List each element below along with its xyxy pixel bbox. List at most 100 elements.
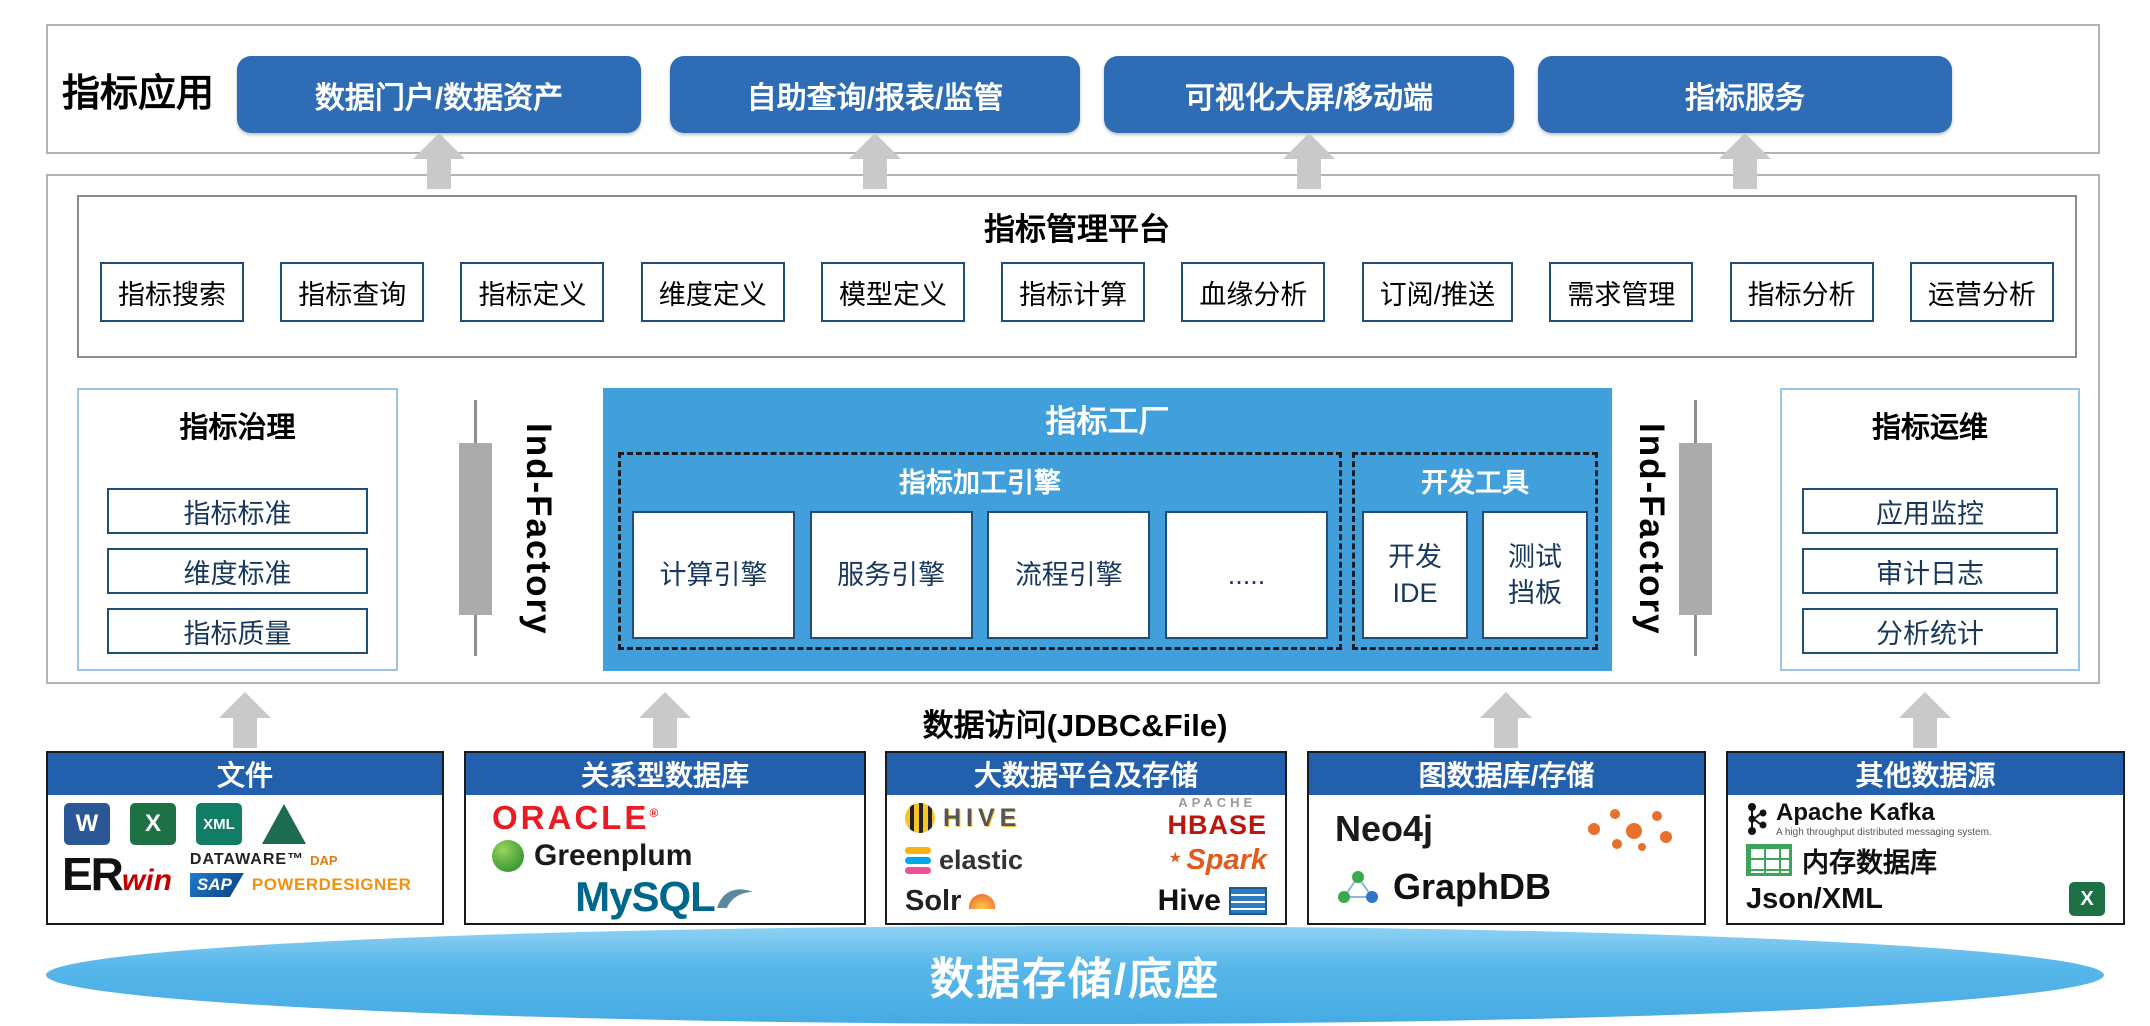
graphdb-text: GraphDB bbox=[1393, 866, 1552, 907]
ops-item-monitor: 应用监控 bbox=[1802, 488, 2058, 534]
source-box-other: 其他数据源 Apache Kafka A high throughput dis… bbox=[1726, 751, 2125, 925]
devtool-ide-line2: IDE bbox=[1392, 578, 1438, 608]
greenplum-text: Greenplum bbox=[534, 839, 693, 872]
source-box-bigdata: 大数据平台及存储 HIVE APACHE HBASE elastic ★ Spa… bbox=[885, 751, 1287, 925]
devtool-mock-line2: 挡板 bbox=[1508, 578, 1562, 608]
management-platform-items: 指标搜索 指标查询 指标定义 维度定义 模型定义 指标计算 血缘分析 订阅/推送… bbox=[100, 260, 2054, 324]
neo4j-text: Neo4j bbox=[1335, 808, 1434, 849]
storage-base-disk: 数据存储/底座 bbox=[46, 926, 2104, 1024]
word-icon: W bbox=[64, 803, 110, 845]
pyramid-icon bbox=[262, 804, 306, 844]
platform-item-query: 指标查询 bbox=[280, 262, 425, 322]
solr-text: Solr bbox=[905, 884, 962, 917]
hbase-text: HBASE bbox=[1167, 810, 1267, 840]
governance-title: 指标治理 bbox=[179, 412, 296, 444]
mysql-dolphin-icon bbox=[716, 889, 753, 908]
ind-factory-label-left: Ind-Factory bbox=[519, 422, 558, 636]
source-box-graph: 图数据库/存储 Neo4j GraphDB bbox=[1307, 751, 1706, 925]
kafka-text: Apache Kafka bbox=[1776, 799, 1935, 827]
kafka-logo: Apache Kafka A high throughput distribut… bbox=[1776, 799, 1992, 838]
up-arrow-icon bbox=[1719, 133, 1771, 189]
platform-item-subscribe: 订阅/推送 bbox=[1361, 262, 1514, 322]
devtool-ide: 开发 IDE bbox=[1362, 511, 1468, 639]
platform-item-search: 指标搜索 bbox=[100, 262, 244, 322]
storage-base-label: 数据存储/底座 bbox=[929, 955, 1221, 1004]
powerdesigner-logo: POWERDESIGNER bbox=[251, 875, 412, 894]
devtool-mock: 测试 挡板 bbox=[1482, 511, 1588, 639]
ops-item-stats: 分析统计 bbox=[1802, 608, 2058, 654]
ops-box: 指标运维 应用监控 审计日志 分析统计 bbox=[1780, 388, 2080, 671]
hive-logo: HIVE bbox=[905, 803, 1021, 833]
devtool-mock-line1: 测试 bbox=[1508, 541, 1562, 572]
erwin-er-text: ER bbox=[62, 848, 124, 900]
app-section-label: 指标应用 bbox=[62, 72, 215, 115]
memdb-text: 内存数据库 bbox=[1802, 847, 1937, 878]
governance-box: 指标治理 指标标准 维度标准 指标质量 bbox=[77, 388, 398, 671]
devtools-cells: 开发 IDE 测试 挡板 bbox=[1362, 511, 1588, 639]
greenplum-icon bbox=[492, 840, 524, 872]
hive-text: Hive bbox=[1157, 884, 1221, 917]
governance-item-quality: 指标质量 bbox=[107, 608, 368, 654]
hive-upper-text: HIVE bbox=[943, 803, 1022, 832]
excel-icon: X bbox=[2069, 882, 2105, 916]
hive-bee-icon bbox=[905, 803, 935, 833]
management-platform-title: 指标管理平台 bbox=[984, 212, 1170, 247]
network-icon bbox=[1338, 871, 1378, 903]
factory-title: 指标工厂 bbox=[1045, 404, 1170, 439]
engine-service: 服务引擎 bbox=[809, 511, 973, 639]
apache-text: APACHE bbox=[1178, 795, 1257, 810]
solr-logo: Solr bbox=[905, 884, 996, 918]
jsonxml-text: Json/XML bbox=[1746, 882, 1883, 915]
up-arrow-icon bbox=[1899, 692, 1951, 748]
erwin-logo: ERwin bbox=[62, 847, 172, 901]
sap-icon: SAP bbox=[189, 873, 244, 897]
solr-sun-icon bbox=[969, 893, 996, 909]
elastic-text: elastic bbox=[939, 844, 1024, 875]
engine-compute: 计算引擎 bbox=[632, 511, 795, 639]
up-arrow-icon bbox=[219, 692, 271, 748]
source-box-relational: 关系型数据库 ORACLE® Greenplum MySQL bbox=[464, 751, 866, 925]
up-arrow-icon bbox=[1480, 692, 1532, 748]
kafka-icon bbox=[1748, 803, 1767, 835]
elastic-icon bbox=[905, 846, 931, 874]
orange-dots-icon bbox=[1582, 803, 1678, 855]
app-button-data-portal: 数据门户/数据资产 bbox=[237, 56, 641, 133]
engine-group-title: 指标加工引擎 bbox=[899, 468, 1061, 498]
hive-book-logo: Hive bbox=[1158, 884, 1267, 918]
up-arrow-icon bbox=[639, 692, 691, 748]
ops-item-audit: 审计日志 bbox=[1802, 548, 2058, 594]
book-icon bbox=[1229, 887, 1267, 915]
ops-title: 指标运维 bbox=[1871, 412, 1988, 444]
excel-icon: X bbox=[130, 803, 176, 845]
up-arrow-icon bbox=[849, 133, 901, 189]
ind-factory-label-right: Ind-Factory bbox=[1632, 422, 1671, 636]
mysql-text: MySQL bbox=[575, 873, 716, 920]
engine-group-box: 指标加工引擎 bbox=[618, 452, 1342, 650]
kafka-tagline: A high throughput distributed messaging … bbox=[1776, 826, 1992, 838]
source-other-title: 其他数据源 bbox=[1728, 753, 2123, 795]
spark-text: Spark bbox=[1186, 843, 1267, 876]
platform-item-dimension: 维度定义 bbox=[640, 262, 785, 322]
source-graph-title: 图数据库/存储 bbox=[1309, 753, 1704, 795]
source-files-title: 文件 bbox=[48, 753, 442, 795]
platform-item-compute: 指标计算 bbox=[1001, 262, 1146, 322]
table-grid-icon bbox=[1746, 844, 1792, 876]
engine-process: 流程引擎 bbox=[987, 511, 1151, 639]
hbase-logo: APACHE HBASE bbox=[1167, 795, 1267, 841]
devtools-group-title: 开发工具 bbox=[1421, 468, 1529, 498]
engine-cells: 计算引擎 服务引擎 流程引擎 ..... bbox=[632, 511, 1328, 639]
spark-logo: ★ Spark bbox=[1168, 844, 1267, 877]
app-button-visualization: 可视化大屏/移动端 bbox=[1104, 56, 1514, 133]
oracle-logo: ORACLE® bbox=[492, 799, 662, 836]
spark-star-icon: ★ bbox=[1168, 849, 1182, 867]
source-box-files: 文件 W X XML ERwin DATAWARE™ DAP SAP POWER… bbox=[46, 751, 444, 925]
dataware-powerdesigner-logos: DATAWARE™ DAP SAP POWERDESIGNER bbox=[189, 851, 412, 897]
app-button-self-query: 自助查询/报表/监管 bbox=[670, 56, 1080, 133]
app-button-indicator-service: 指标服务 bbox=[1538, 56, 1952, 133]
platform-item-lineage: 血缘分析 bbox=[1181, 262, 1326, 322]
source-bigdata-title: 大数据平台及存储 bbox=[887, 753, 1285, 795]
connector-bar bbox=[1679, 443, 1712, 615]
connector-bar bbox=[459, 443, 492, 615]
devtools-group-box: 开发工具 bbox=[1352, 452, 1598, 650]
platform-item-analysis: 指标分析 bbox=[1729, 262, 1874, 322]
